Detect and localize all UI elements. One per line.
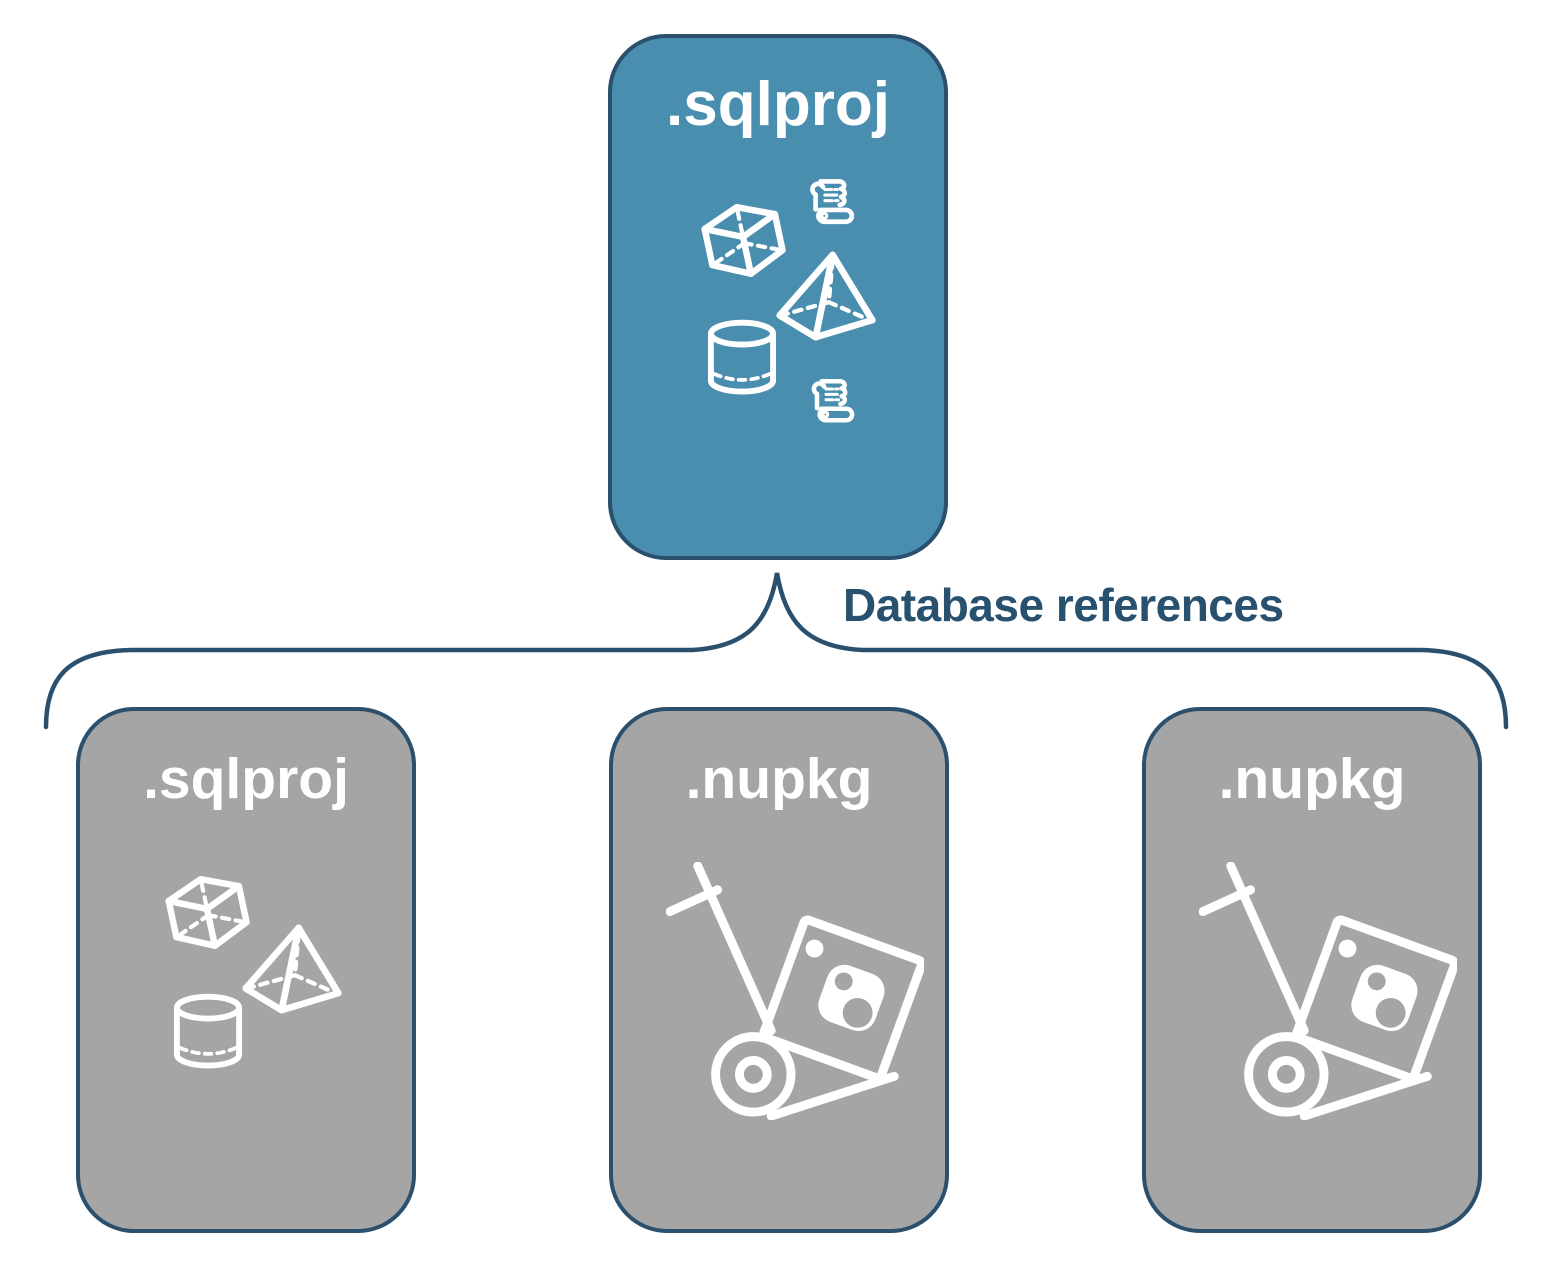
pyramid-icon — [240, 922, 344, 1017]
node-label: .nupkg — [1218, 747, 1406, 811]
package-hand-truck-icon — [666, 862, 924, 1120]
node-child-nupkg-1: .nupkg — [609, 707, 949, 1233]
node-root-sqlproj: .sqlproj — [608, 34, 948, 560]
sql-script-icon — [797, 174, 859, 236]
cylinder-icon — [700, 316, 784, 400]
cylinder-icon — [166, 990, 250, 1074]
node-child-nupkg-2: .nupkg — [1142, 707, 1482, 1233]
node-label: .nupkg — [685, 747, 873, 811]
node-child-sqlproj: .sqlproj — [76, 707, 416, 1233]
package-hand-truck-icon — [1199, 862, 1457, 1120]
brace-connector — [43, 572, 1509, 730]
node-label: .sqlproj — [143, 747, 349, 811]
node-label: .sqlproj — [666, 70, 890, 139]
sql-script-icon — [799, 374, 859, 434]
connector-label: Database references — [843, 579, 1284, 631]
pyramid-icon — [774, 249, 878, 344]
